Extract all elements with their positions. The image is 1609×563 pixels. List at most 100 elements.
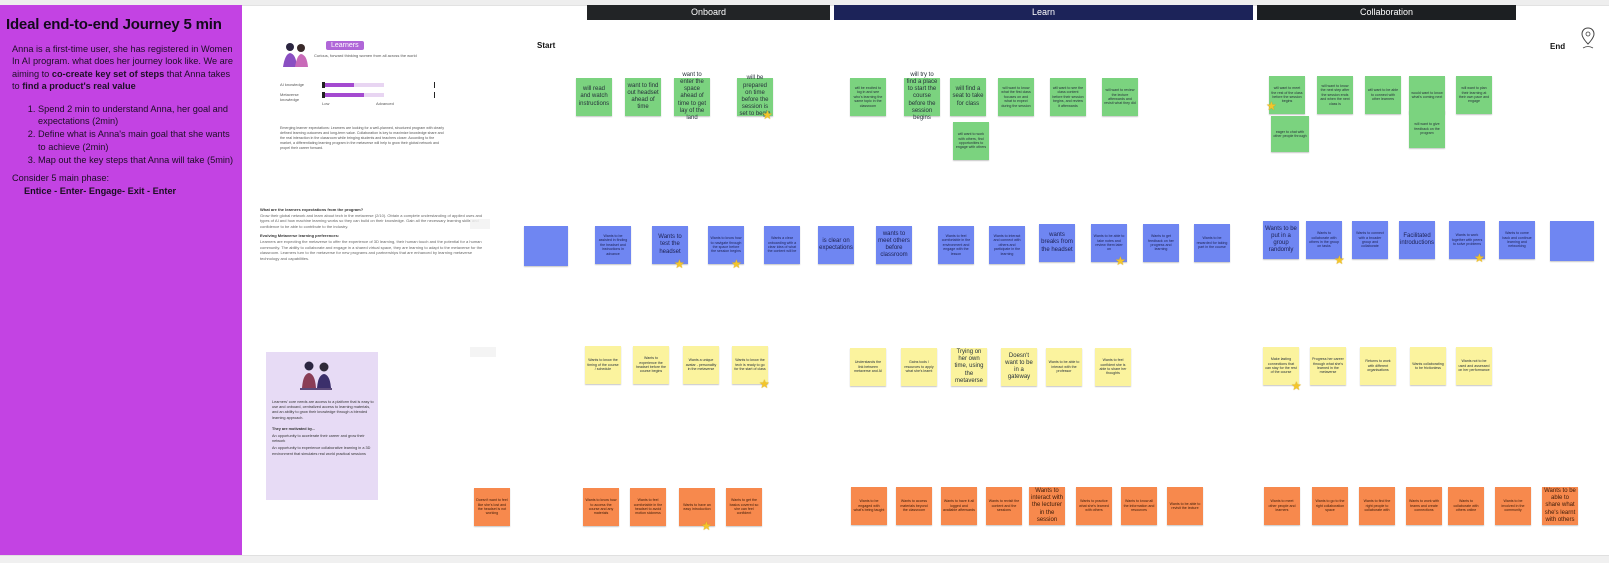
star-icon: ★	[1266, 100, 1278, 112]
sticky-note-orange[interactable]: Wants to feel comfortable in the headset…	[630, 488, 666, 526]
phase-header-collaboration[interactable]: Collaboration	[1257, 5, 1516, 20]
sticky-note-green[interactable]: eager to chat with other people through	[1271, 116, 1309, 152]
sticky-note-green[interactable]: will try to find a place to start the co…	[904, 78, 940, 116]
persona-subtitle: Curious, forward thinking women from all…	[314, 53, 444, 58]
sticky-note-orange[interactable]: Wants to work with teams and create conn…	[1406, 487, 1442, 525]
sticky-note-orange[interactable]: Wants to be involved in the community	[1495, 487, 1531, 525]
sticky-note-yellow[interactable]: Trying on her own time, using the metave…	[951, 348, 987, 386]
sticky-note-blue[interactable]: Wants to feel comfortable in the environ…	[938, 226, 974, 264]
sticky-note-blue[interactable]: Wants to be rewarded for taking part in …	[1194, 224, 1230, 262]
star-icon: ★	[1115, 255, 1127, 267]
star-icon: ★	[1474, 252, 1486, 264]
sticky-note-green[interactable]: will want to see the class content befor…	[1050, 78, 1086, 116]
bar-marker	[322, 92, 325, 98]
sticky-note-blue[interactable]: Wants a clear onboarding with a clear id…	[764, 226, 800, 264]
sticky-note-orange[interactable]: Wants to have it all logged and availabl…	[941, 487, 977, 525]
star-icon: ★	[759, 378, 771, 390]
sticky-note-orange[interactable]: Wants to know all the information and re…	[1121, 487, 1157, 525]
sticky-note-blue[interactable]: wants breaks from the headset	[1039, 224, 1075, 262]
sticky-note-orange[interactable]: Wants to revisit the content and the ses…	[986, 487, 1022, 525]
sticky-note-yellow[interactable]: Wants to be able to interact with the pr…	[1046, 348, 1082, 386]
sticky-note-blue[interactable]: Wants to come back and continue learning…	[1499, 221, 1535, 259]
sticky-note-yellow[interactable]: Progress her career through what she's l…	[1310, 347, 1346, 385]
sticky-note-yellow[interactable]: Wants a unique avatar - personality in t…	[683, 346, 719, 384]
sticky-note-green[interactable]: will want to know what the first class f…	[998, 78, 1034, 116]
sticky-note-yellow[interactable]: Gains tools / resources to apply what sh…	[901, 348, 937, 386]
sticky-note-blue[interactable]: Wants to connect with a broader group an…	[1352, 221, 1388, 259]
phase-header-onboard[interactable]: Onboard	[587, 5, 830, 20]
sticky-note-blue[interactable]: Wants to be put in a group randomly	[1263, 221, 1299, 259]
persona-motivation-heading: They are motivated by...	[272, 427, 374, 432]
sticky-note-green[interactable]: will find a seat to take for class	[950, 78, 986, 116]
intro-title: Ideal end-to-end Journey 5 min	[6, 16, 236, 33]
star-icon: ★	[731, 258, 743, 270]
sticky-note-yellow[interactable]: Returns to work with different organisat…	[1360, 347, 1396, 385]
intro-step: Map out the key steps that Anna will tak…	[38, 154, 236, 166]
learners-illustration-icon	[280, 40, 310, 68]
persona-needs-card[interactable]: Learners' core needs are access to a pla…	[266, 352, 378, 500]
intro-paragraph: Anna is a first-time user, she has regis…	[6, 43, 236, 93]
sticky-note-orange[interactable]: Wants to get the basics covered so she c…	[726, 488, 762, 526]
sticky-note-orange[interactable]: Wants to access materials beyond the cla…	[896, 487, 932, 525]
sticky-note-yellow[interactable]: Wants to know the timing of the course /…	[585, 346, 621, 384]
persona-expectations-text: Emerging learner expectations: Learners …	[280, 126, 446, 151]
sticky-note-green[interactable]: will want to know the next step after th…	[1317, 76, 1353, 114]
sticky-note-green[interactable]: will want to plan their learning at thei…	[1456, 76, 1492, 114]
bar-low-label: Low	[322, 101, 329, 106]
sticky-note-green[interactable]: will be excited to log in and see who's …	[850, 78, 886, 116]
expectations-text-block[interactable]: What are the learners expectations from …	[260, 207, 492, 261]
sticky-note-blue[interactable]: Wants to be assisted in finding the head…	[595, 226, 631, 264]
sticky-note-blue[interactable]: Facilitated introductions	[1399, 221, 1435, 259]
sticky-note-green[interactable]: want to enter the space ahead of time to…	[674, 78, 710, 116]
sticky-note-yellow[interactable]: Wants not to be used and assessed on her…	[1456, 347, 1492, 385]
sticky-note-blue[interactable]	[1550, 221, 1594, 261]
expectations-body: Grow their global network and learn abou…	[260, 213, 492, 230]
persona-card[interactable]: Learners Curious, forward thinking women…	[270, 38, 448, 178]
sticky-note-blue[interactable]: Wants to get feedback on her progress an…	[1143, 224, 1179, 262]
metaverse-knowledge-fill	[322, 93, 364, 97]
sticky-note-orange[interactable]: Wants to practice what she's learned wit…	[1076, 487, 1112, 525]
sticky-note-orange[interactable]: Wants to be able to share what she's lea…	[1542, 487, 1578, 525]
sticky-note-orange[interactable]: Wants to find the right people to collab…	[1359, 487, 1395, 525]
sticky-note-orange[interactable]: Wants to be engaged with what's being ta…	[851, 487, 887, 525]
star-icon: ★	[1334, 254, 1346, 266]
sticky-note-orange[interactable]: Doesn't want to feel like she's lost and…	[474, 488, 510, 526]
sticky-note-orange[interactable]: Wants to interact with the lecturer in t…	[1029, 487, 1065, 525]
sticky-note-blue[interactable]: is clear on expectations	[818, 226, 854, 264]
faded-placeholder	[470, 219, 490, 229]
sticky-note-yellow[interactable]: Wants to experience the headset before t…	[633, 346, 669, 384]
sticky-note-green[interactable]: will want to review the lecture afterwar…	[1102, 78, 1138, 116]
persona-motivation-item: An opportunity to accelerate their caree…	[272, 434, 374, 444]
sticky-note-green[interactable]: want to find out headset ahead of time	[625, 78, 661, 116]
sticky-note-orange[interactable]: Wants to go to the right collaboration s…	[1312, 487, 1348, 525]
bar-end-marker	[434, 82, 435, 88]
persona-needs-text: Learners' core needs are access to a pla…	[272, 400, 374, 457]
metaverse-knowledge-label: Metaverse knowledge	[280, 92, 316, 102]
sticky-note-orange[interactable]: Wants to collaborate with others online	[1448, 487, 1484, 525]
intro-step: Define what is Anna's main goal that she…	[38, 128, 236, 153]
ai-knowledge-label: AI knowledge	[280, 82, 304, 87]
sticky-note-green[interactable]: would want to know what's coming next	[1409, 76, 1445, 114]
sticky-note-green[interactable]: will want to work with others, find oppo…	[953, 122, 989, 160]
sticky-note-yellow[interactable]: Doesn't want to be in a gateway	[1001, 348, 1037, 386]
sticky-note-orange[interactable]: Wants to be able to revisit the lecture	[1167, 487, 1203, 525]
intro-steps: Spend 2 min to understand Anna, her goal…	[6, 103, 236, 167]
destination-pin-icon	[1580, 27, 1596, 51]
sticky-note-blue[interactable]: Wants to interact and connect with other…	[989, 226, 1025, 264]
sticky-note-blue[interactable]: wants to meet others before classroom	[876, 226, 912, 264]
sticky-note-orange[interactable]: Wants to know how to access the course a…	[583, 488, 619, 526]
sticky-note-green[interactable]: will want to give feedback on the progra…	[1409, 110, 1445, 148]
sticky-note-orange[interactable]: Wants to meet other people and learners	[1264, 487, 1300, 525]
sticky-note-green[interactable]: will want to be able to connect with oth…	[1365, 76, 1401, 114]
sticky-note-yellow[interactable]: Wants collaborating to be frictionless	[1410, 347, 1446, 385]
metaverse-knowledge-bar	[322, 93, 384, 97]
sticky-note-blue[interactable]	[524, 226, 568, 266]
sticky-note-green[interactable]: will read and watch instructions	[576, 78, 612, 116]
bar-marker	[322, 82, 325, 88]
intro-panel[interactable]: Ideal end-to-end Journey 5 min Anna is a…	[0, 5, 242, 555]
sticky-note-yellow[interactable]: Understands the link between metaverse a…	[850, 348, 886, 386]
sticky-note-yellow[interactable]: Wants to feel confident she is able to s…	[1095, 348, 1131, 386]
persona-motivation-item: An opportunity to experience collaborati…	[272, 446, 374, 456]
phase-header-learn[interactable]: Learn	[834, 5, 1253, 20]
